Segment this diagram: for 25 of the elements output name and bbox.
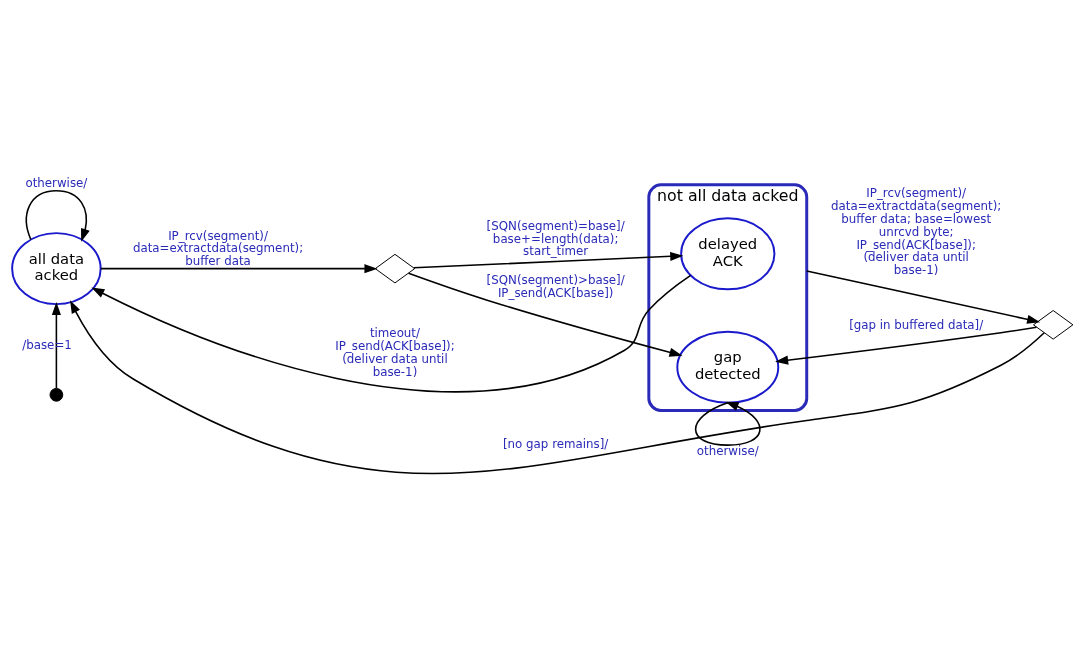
- node-diamond: [1033, 309, 1074, 340]
- arrow: [412, 251, 684, 269]
- arrow: [25, 189, 90, 242]
- node-diamond: [374, 253, 416, 283]
- arrow: [775, 326, 1038, 365]
- arrow: [70, 299, 1045, 474]
- node-ellipse: delayed ACK: [680, 216, 776, 290]
- edge-label: otherwise/: [696, 443, 759, 458]
- edge-label: otherwise/: [25, 175, 88, 190]
- node-circle: [49, 387, 64, 402]
- edge-label: [SQN(segment)=base]/ base+=length(data); start_timer: [486, 218, 625, 258]
- edge-label: IP_rcv(segment)/ data=extractdata(segment); buffer data; base=lowest unrcvd byte; IP_send(ACK[base]); (deliver data until base-1): [831, 185, 1002, 277]
- arrow: [51, 301, 61, 389]
- edge-label: [gap in buffered data]/: [849, 317, 984, 332]
- arrow: [91, 274, 692, 392]
- node-ellipse: gap detected: [676, 330, 780, 404]
- node-ellipse: all data acked: [11, 231, 102, 305]
- arrow: [407, 271, 683, 357]
- arrow: [805, 269, 1041, 324]
- arrow: [694, 401, 761, 446]
- arrow: [99, 263, 378, 273]
- edge-label: timeout/ IP_send(ACK[base]); (deliver data until base-1): [335, 325, 455, 379]
- edge-label: [SQN(segment)>base]/ IP_send(ACK[base]): [486, 272, 625, 300]
- edge-label: [no gap remains]/: [503, 436, 609, 451]
- edge-label: IP_rcv(segment)/ data=extractdata(segment); buffer data: [132, 228, 304, 268]
